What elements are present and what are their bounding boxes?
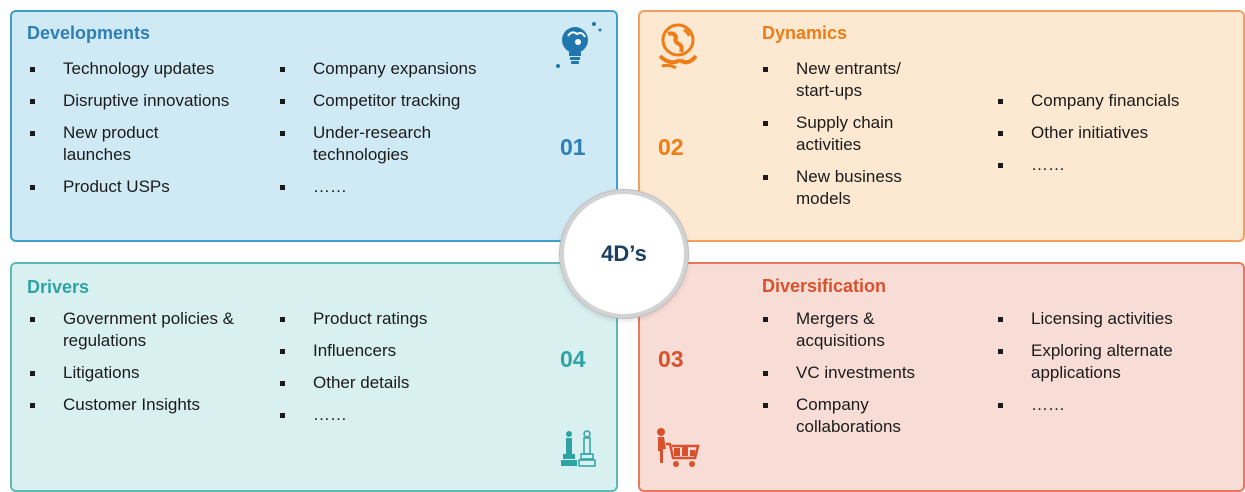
dynamics-number: 02 bbox=[658, 134, 684, 160]
developments-title: Developments bbox=[27, 23, 151, 43]
drivers-title: Drivers bbox=[27, 277, 90, 297]
diversification-number: 03 bbox=[658, 346, 684, 372]
list-item: Customer Insights bbox=[27, 394, 277, 416]
list-item: Company financials bbox=[995, 90, 1245, 112]
developments-number: 01 bbox=[560, 134, 586, 160]
list-item: …… bbox=[995, 394, 1245, 416]
list-item: Mergers & acquisitions bbox=[760, 308, 916, 352]
chess-pieces-icon bbox=[557, 428, 601, 472]
list-item: New business models bbox=[760, 166, 946, 210]
list-item: …… bbox=[277, 176, 537, 198]
list-item: Company expansions bbox=[277, 58, 537, 80]
drivers-panel: Drivers Government policies & regulation… bbox=[10, 262, 618, 492]
list-item: VC investments bbox=[760, 362, 1000, 384]
list-item: Supply chain activities bbox=[760, 112, 916, 156]
center-label: 4D’s bbox=[601, 241, 647, 266]
list-item: Product USPs bbox=[27, 176, 277, 198]
list-item: Product ratings bbox=[277, 308, 537, 330]
list-item: Company collaborations bbox=[760, 394, 936, 438]
developments-panel: Developments Technology updates Disrupti… bbox=[10, 10, 618, 242]
drivers-number: 04 bbox=[560, 346, 586, 372]
dynamics-panel: Dynamics New entrants/ start-ups Supply … bbox=[638, 10, 1245, 242]
list-item: Disruptive innovations bbox=[27, 90, 277, 112]
list-item: Government policies & regulations bbox=[27, 308, 273, 352]
list-item: …… bbox=[995, 154, 1245, 176]
diversification-panel: Diversification Mergers & acquisitions V… bbox=[638, 262, 1245, 492]
globe-hands-icon bbox=[654, 20, 702, 72]
list-item: New product launches bbox=[27, 122, 213, 166]
list-item: Licensing activities bbox=[995, 308, 1245, 330]
developments-list-1: Technology updates Disruptive innovation… bbox=[27, 58, 277, 208]
list-item: …… bbox=[277, 404, 537, 426]
list-item: Technology updates bbox=[27, 58, 277, 80]
list-item: Competitor tracking bbox=[277, 90, 537, 112]
diversification-list-1: Mergers & acquisitions VC investments Co… bbox=[760, 308, 1000, 448]
drivers-list-2: Product ratings Influencers Other detail… bbox=[277, 308, 537, 436]
list-item: New entrants/ start-ups bbox=[760, 58, 916, 102]
list-item: Litigations bbox=[27, 362, 277, 384]
developments-list-2: Company expansions Competitor tracking U… bbox=[277, 58, 537, 208]
center-circle: 4D’s bbox=[560, 190, 688, 318]
drivers-list-1: Government policies & regulations Litiga… bbox=[27, 308, 277, 426]
lightbulb-brain-icon bbox=[550, 18, 606, 76]
list-item: Under-research technologies bbox=[277, 122, 493, 166]
dynamics-title: Dynamics bbox=[762, 23, 848, 43]
shopping-cart-person-icon bbox=[652, 426, 702, 472]
list-item: Other initiatives bbox=[995, 122, 1245, 144]
list-item: Exploring alternate applications bbox=[995, 340, 1211, 384]
dynamics-list-2: Company financials Other initiatives …… bbox=[995, 90, 1245, 186]
dynamics-list-1: New entrants/ start-ups Supply chain act… bbox=[760, 58, 1000, 220]
list-item: Other details bbox=[277, 372, 537, 394]
diversification-title: Diversification bbox=[762, 276, 887, 296]
list-item: Influencers bbox=[277, 340, 537, 362]
diversification-list-2: Licensing activities Exploring alternate… bbox=[995, 308, 1245, 426]
